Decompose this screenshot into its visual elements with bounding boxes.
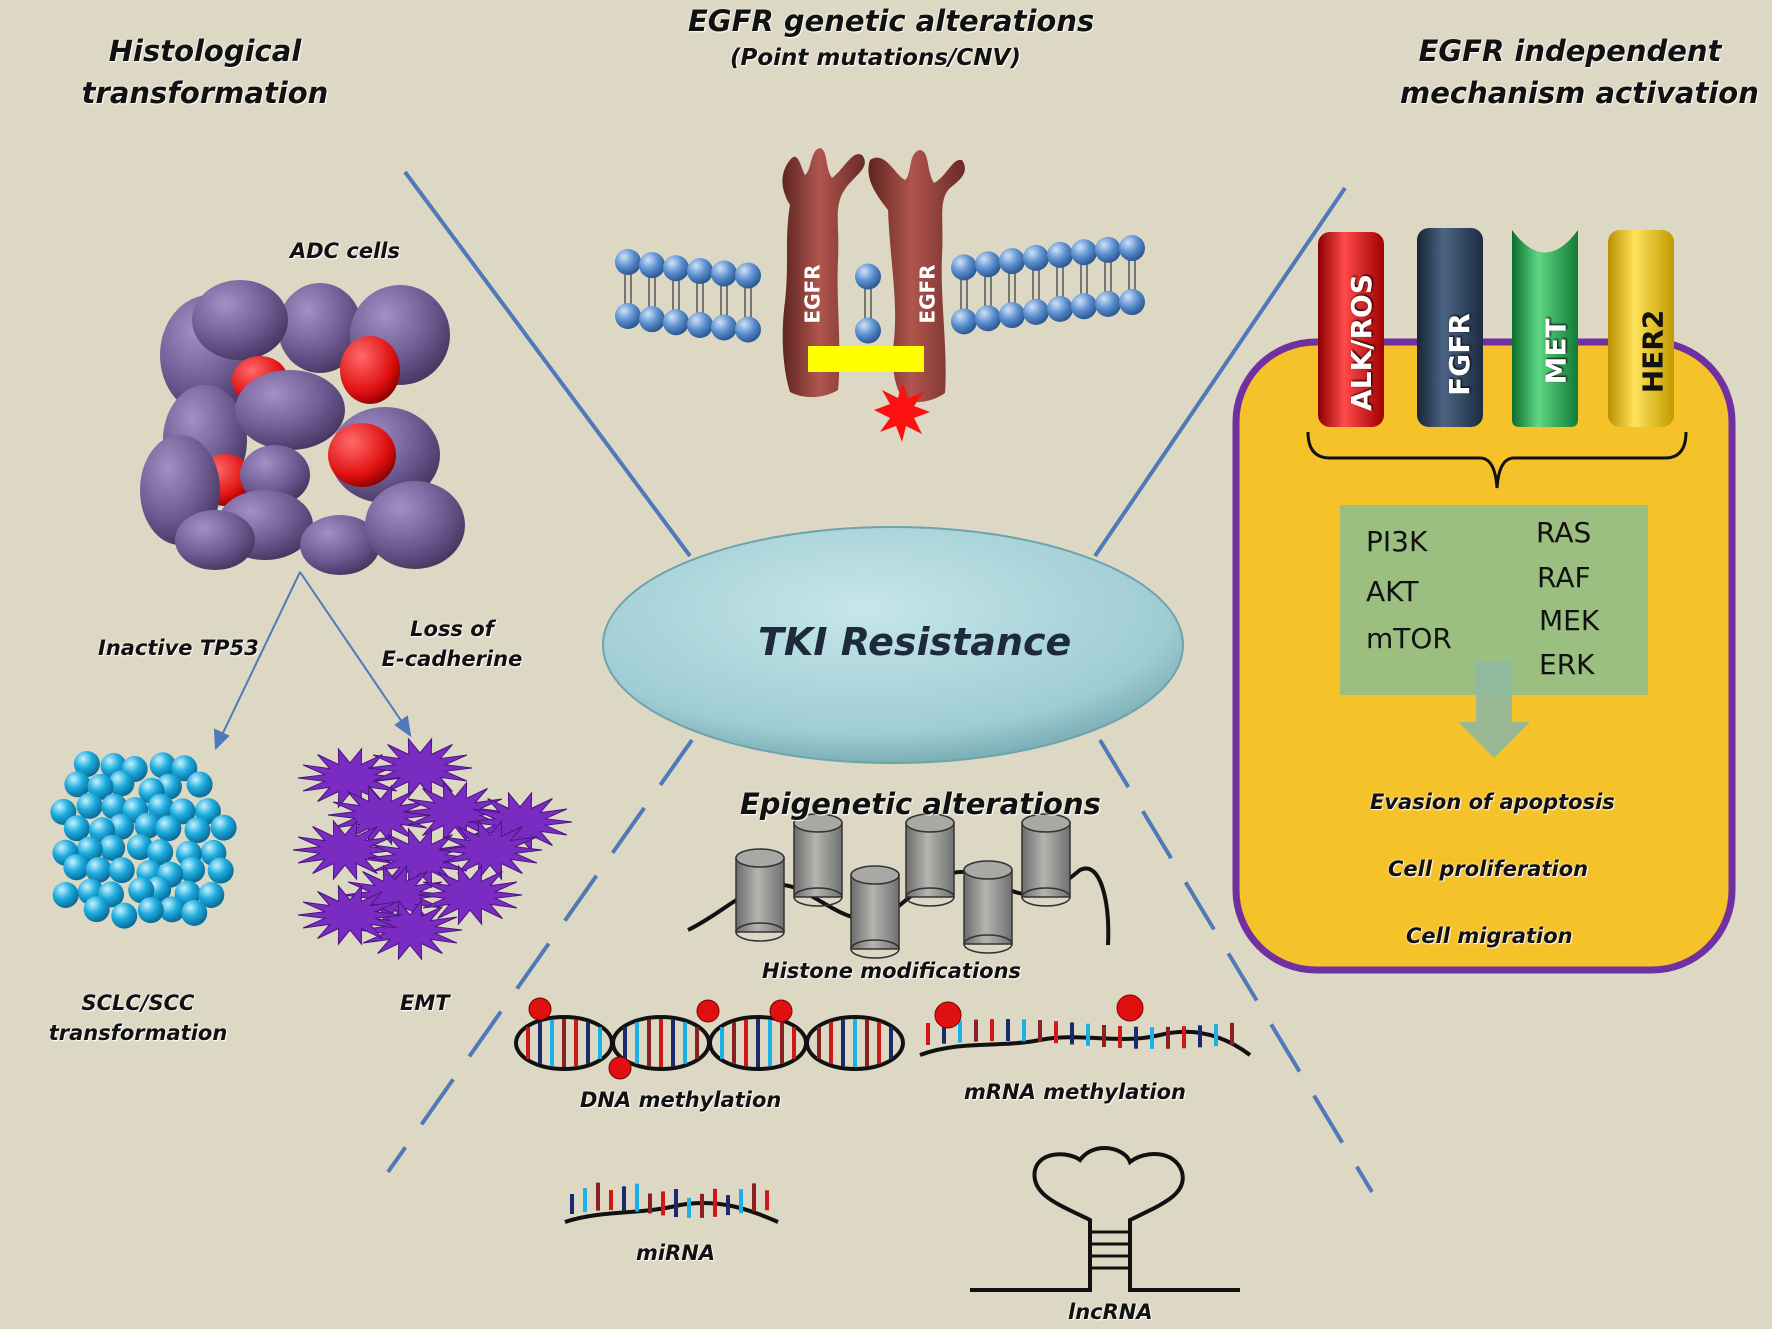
- receptor-met: [1512, 230, 1578, 427]
- pathway-mtor: mTOR: [1366, 622, 1452, 655]
- lncrna-label: lncRNA: [1068, 1300, 1153, 1324]
- outcome-cell-proliferation: Cell proliferation: [1388, 857, 1589, 881]
- divider-top-left: [403, 170, 692, 558]
- inactive-tp53-label: Inactive TP53: [98, 636, 259, 660]
- histone-modifications-label: Histone modifications: [762, 959, 1022, 983]
- cell-membrane: [615, 235, 1145, 344]
- pathway-pi3k: PI3K: [1366, 525, 1428, 558]
- divider-bottom-right: [1098, 738, 1374, 1194]
- sclc-sphere-cluster: [50, 750, 237, 929]
- loss-of-e-cadherine-label: Loss of E-cadherine: [381, 617, 523, 671]
- divider-bottom-left: [386, 738, 694, 1174]
- egfr-receptor-left: [782, 148, 865, 398]
- egfr-genetic-subtitle: (Point mutations/CNV): [730, 45, 1021, 71]
- pathway-brace: [1306, 431, 1688, 489]
- sclc-scc-label: SCLC/SCC transformation: [48, 991, 228, 1045]
- histological-title: Histological transformation: [81, 34, 329, 110]
- dna-methylation-helix: [514, 997, 905, 1080]
- egfr-independent-title: EGFR independent mechanism activation: [1400, 34, 1759, 110]
- emt-label: EMT: [400, 991, 450, 1015]
- receptor-her2-label: HER2: [1636, 309, 1670, 394]
- divider-lines: [386, 170, 1374, 1194]
- epigenetic-title: Epigenetic alterations: [740, 787, 1101, 821]
- pathway-mek: MEK: [1539, 604, 1600, 637]
- outcome-cell-migration: Cell migration: [1406, 924, 1573, 948]
- mirna-strand: [564, 1182, 779, 1224]
- egfr-left-label: EGFR: [800, 264, 825, 324]
- tki-resistance-ellipse: [602, 526, 1184, 764]
- receptor-alk-ros-label: ALK/ROS: [1344, 274, 1378, 411]
- receptor-fgfr-label: FGFR: [1442, 313, 1476, 396]
- tyrosine-kinase-domain: [808, 346, 924, 372]
- egfr-receptor-right: [868, 150, 965, 403]
- pathway-erk: ERK: [1539, 648, 1595, 681]
- emt-spiky-cells: [292, 737, 573, 961]
- pathway-raf: RAF: [1537, 561, 1591, 594]
- adc-arrows: [213, 571, 412, 751]
- mutation-star: [874, 382, 930, 442]
- receptor-met-label: MET: [1539, 318, 1573, 385]
- mrna-methylation-strand: [919, 994, 1252, 1057]
- adc-cell-cluster: [140, 280, 465, 575]
- egfr-genetic-title: EGFR genetic alterations: [688, 4, 1095, 38]
- mrna-methylation-label: mRNA methylation: [964, 1080, 1186, 1104]
- receptor-alk-ros: [1318, 232, 1384, 427]
- receptor-her2: [1608, 230, 1674, 427]
- lncrna-hairpin: [970, 1146, 1240, 1292]
- adc-cells-label: ADC cells: [290, 239, 400, 263]
- pathway-arrow: [1458, 662, 1530, 758]
- tki-resistance-label: TKI Resistance: [758, 620, 1072, 664]
- dna-methylation-label: DNA methylation: [580, 1088, 782, 1112]
- mirna-label: miRNA: [636, 1241, 716, 1265]
- histone-nucleosomes: [687, 813, 1111, 959]
- outcome-evasion-of-apoptosis: Evasion of apoptosis: [1370, 790, 1615, 814]
- receptor-fgfr: [1417, 228, 1483, 427]
- egfr-right-label: EGFR: [915, 264, 940, 324]
- pathway-akt: AKT: [1366, 575, 1419, 608]
- divider-top-right: [1093, 186, 1347, 558]
- pathway-ras: RAS: [1536, 516, 1592, 549]
